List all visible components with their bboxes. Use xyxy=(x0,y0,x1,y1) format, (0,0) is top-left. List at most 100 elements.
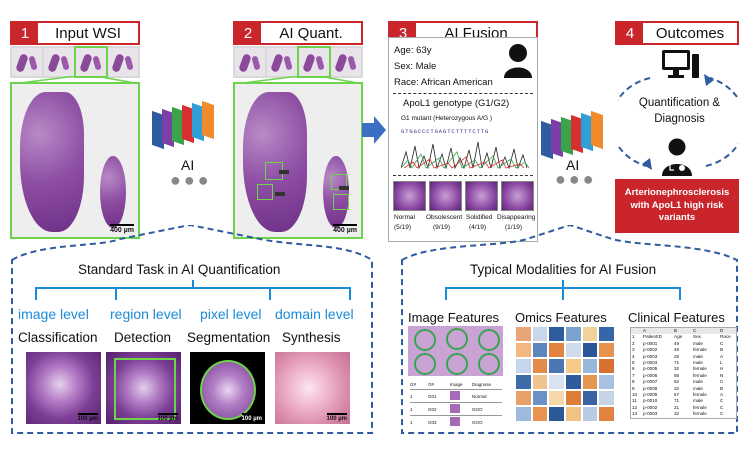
table-cell: p-0008 xyxy=(643,385,658,391)
genotype-title: ApoL1 genotype (G1/G2) xyxy=(403,98,510,109)
scale-bar: 100 µm xyxy=(326,413,348,422)
patient-sex: Sex: Male xyxy=(394,61,437,72)
heatmap-cell xyxy=(531,374,549,390)
level-region: region level xyxy=(110,306,182,322)
divider xyxy=(393,175,533,176)
image-features-table: G# O# Image Diagnose 1 G01 Normal 1 G02 … xyxy=(410,380,502,428)
tissue-section xyxy=(20,92,84,232)
table-cell: GOO xyxy=(472,419,483,425)
cycle-arrows-icon xyxy=(618,74,738,170)
ai-label: AI xyxy=(181,157,195,173)
outcome-text: Quantification & Diagnosis xyxy=(638,97,721,126)
table-cell: female xyxy=(693,411,707,417)
heatmap-cell xyxy=(598,342,615,358)
heatmap-cell xyxy=(515,342,532,358)
segmented-glomerulus xyxy=(200,360,256,420)
step1-title: Input WSI xyxy=(55,24,121,42)
table-cell: p-0003 xyxy=(643,411,658,417)
heatmap-cell xyxy=(598,406,615,422)
heatmap-cell xyxy=(531,406,549,422)
doctor-icon xyxy=(662,138,692,176)
heatmap-cell xyxy=(581,374,599,390)
wsi-thumbnail xyxy=(235,48,265,76)
table-cell: GOO xyxy=(472,406,483,412)
standard-task-title: Standard Task in AI Quantification xyxy=(78,262,281,277)
glomerulus-count: (1/19) xyxy=(505,224,522,231)
step1-header: 1 Input WSI xyxy=(10,21,140,45)
table-cell: 1 xyxy=(410,406,413,412)
wsi-thumbnail xyxy=(267,48,297,76)
glomerulus-count: (4/19) xyxy=(469,224,486,231)
heatmap-cell xyxy=(598,374,615,390)
table-header: G# xyxy=(410,382,417,387)
wsi-thumbnail xyxy=(108,48,138,76)
table-cell: 32 xyxy=(674,411,680,417)
table-cell: C xyxy=(720,398,724,404)
modality-bracket xyxy=(445,280,681,300)
table-cell: Age xyxy=(674,334,683,340)
table-cell: G03 xyxy=(428,419,437,425)
wsi-thumbnail xyxy=(297,46,331,78)
table-cell: 32 xyxy=(674,366,680,372)
table-cell: 71 xyxy=(674,360,680,366)
table-cell: B xyxy=(720,385,724,391)
diagnosis-text: Arterionephrosclerosis with ApoL1 high r… xyxy=(624,187,730,224)
step4-number: 4 xyxy=(617,23,643,43)
task-classification: Classification xyxy=(18,330,98,345)
table-cell: p-0001 xyxy=(643,340,658,346)
class-marker xyxy=(339,186,349,190)
glomerulus-count: (5/19) xyxy=(394,224,411,231)
glomerulus-outline xyxy=(446,328,468,350)
scale-bar: 100 µm xyxy=(77,413,99,422)
table-cell: 56 xyxy=(674,372,680,378)
class-marker xyxy=(279,170,289,174)
heatmap-cell xyxy=(515,326,532,342)
detection-box xyxy=(114,358,176,420)
omics-heatmap xyxy=(515,326,615,422)
table-cell: p-0010 xyxy=(643,398,658,404)
heatmap-cell xyxy=(531,390,549,406)
synthesis-image: 100 µm xyxy=(275,352,350,424)
table-cell: Race xyxy=(720,334,731,340)
table-cell: 48 xyxy=(674,347,680,353)
scale-bar: 100 µm xyxy=(241,413,263,422)
divider xyxy=(393,93,533,94)
heatmap-cell xyxy=(581,406,599,422)
table-header: Image xyxy=(450,382,463,387)
table-cell: female xyxy=(693,392,707,398)
glomerulus-image xyxy=(465,181,498,211)
table-cell: A xyxy=(720,353,724,359)
table-cell: PatientID xyxy=(643,334,662,340)
table-cell: 8 xyxy=(632,379,635,385)
ellipsis-dots: ●●● xyxy=(555,169,597,189)
table-cell: 10 xyxy=(632,392,638,398)
wsi-thumbnail xyxy=(44,48,74,76)
cell-thumbnail xyxy=(450,391,460,400)
table-cell: p-0002 xyxy=(643,347,658,353)
cell-thumbnail xyxy=(450,404,460,413)
table-cell: p-0006 xyxy=(643,372,658,378)
level-pixel: pixel level xyxy=(200,306,262,322)
step2-wsi-slide: 400 µm xyxy=(233,82,363,239)
table-cell: 6 xyxy=(632,366,635,372)
table-cell: Sex xyxy=(693,334,701,340)
chromatogram xyxy=(401,141,529,170)
classification-image: 100 µm xyxy=(26,352,101,424)
heatmap-cell xyxy=(598,390,615,406)
table-cell: A xyxy=(720,392,724,398)
heatmap-cell xyxy=(515,390,532,406)
ai-network-icon xyxy=(152,100,214,155)
heatmap-cell xyxy=(564,326,582,342)
callout-outline xyxy=(11,225,373,434)
dna-sequence: GTGGCCCTGAGTCTTTTCTTG xyxy=(401,128,490,135)
task-detection: Detection xyxy=(114,330,172,345)
table-cell: 62 xyxy=(674,379,680,385)
table-cell: female xyxy=(693,366,707,372)
table-cell: G02 xyxy=(428,406,437,412)
